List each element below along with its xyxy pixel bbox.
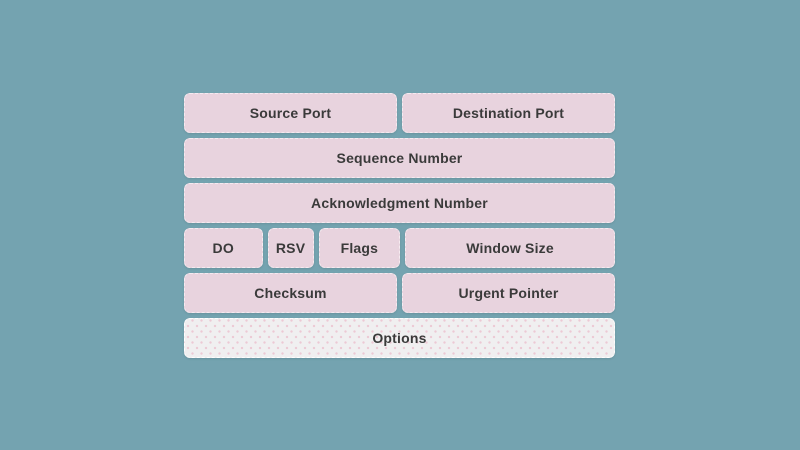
field-data-offset: DO [184, 228, 263, 268]
tcp-row-sequence: Sequence Number [184, 138, 615, 178]
field-acknowledgment-number: Acknowledgment Number [184, 183, 615, 223]
field-source-port: Source Port [184, 93, 397, 133]
tcp-row-flags-window: DO RSV Flags Window Size [184, 228, 615, 268]
field-reserved: RSV [267, 228, 314, 268]
tcp-row-acknowledgment: Acknowledgment Number [184, 183, 615, 223]
field-options: Options [184, 318, 615, 358]
field-window-size: Window Size [405, 228, 615, 268]
field-urgent-pointer: Urgent Pointer [402, 273, 615, 313]
tcp-row-checksum-urgent: Checksum Urgent Pointer [184, 273, 615, 313]
field-flags: Flags [318, 228, 401, 268]
field-destination-port: Destination Port [402, 93, 615, 133]
field-sequence-number: Sequence Number [184, 138, 615, 178]
tcp-header-diagram: Source Port Destination Port Sequence Nu… [184, 93, 615, 363]
tcp-row-ports: Source Port Destination Port [184, 93, 615, 133]
field-checksum: Checksum [184, 273, 397, 313]
tcp-row-options: Options [184, 318, 615, 358]
